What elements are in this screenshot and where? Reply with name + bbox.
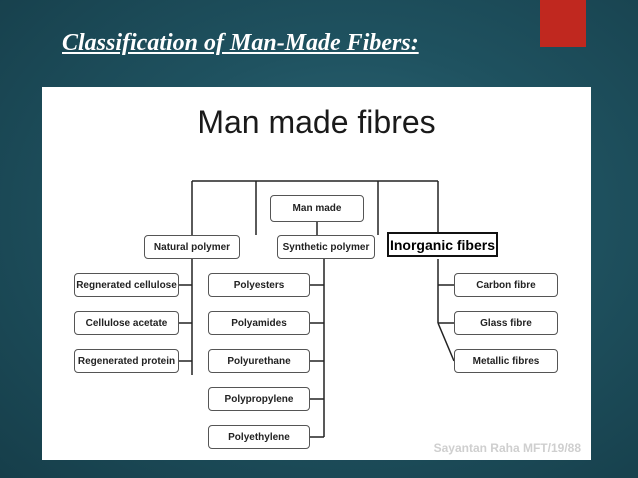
- inorganic-item-metallic-fibres: Metallic fibres: [454, 349, 558, 373]
- synthetic-item-polyamides: Polyamides: [208, 311, 310, 335]
- natural-item-regenerated-protein: Regenerated protein: [74, 349, 179, 373]
- root-node: Man made: [270, 195, 364, 222]
- inorganic-item-carbon-fibre: Carbon fibre: [454, 273, 558, 297]
- synthetic-item-polypropylene: Polypropylene: [208, 387, 310, 411]
- diagram-panel: Man made fibres Man made Natural polymer…: [42, 87, 591, 460]
- diagram-title: Man made fibres: [197, 104, 436, 140]
- synthetic-item-polyurethane: Polyurethane: [208, 349, 310, 373]
- natural-item-cellulose-acetate: Cellulose acetate: [74, 311, 179, 335]
- slide-title: Classification of Man-Made Fibers:: [62, 30, 419, 56]
- inorganic-fibers-node: Inorganic fibers: [387, 232, 498, 257]
- synthetic-item-polyesters: Polyesters: [208, 273, 310, 297]
- natural-polymer-node: Natural polymer: [144, 235, 240, 259]
- connector-lines: [179, 180, 455, 438]
- accent-bar: [540, 0, 586, 47]
- inorganic-item-glass-fibre: Glass fibre: [454, 311, 558, 335]
- watermark: Sayantan Raha MFT/19/88: [433, 441, 581, 455]
- synthetic-item-polyethylene: Polyethylene: [208, 425, 310, 449]
- natural-item-regnerated-cellulose: Regnerated cellulose: [74, 273, 179, 297]
- synthetic-polymer-node: Synthetic polymer: [277, 235, 375, 259]
